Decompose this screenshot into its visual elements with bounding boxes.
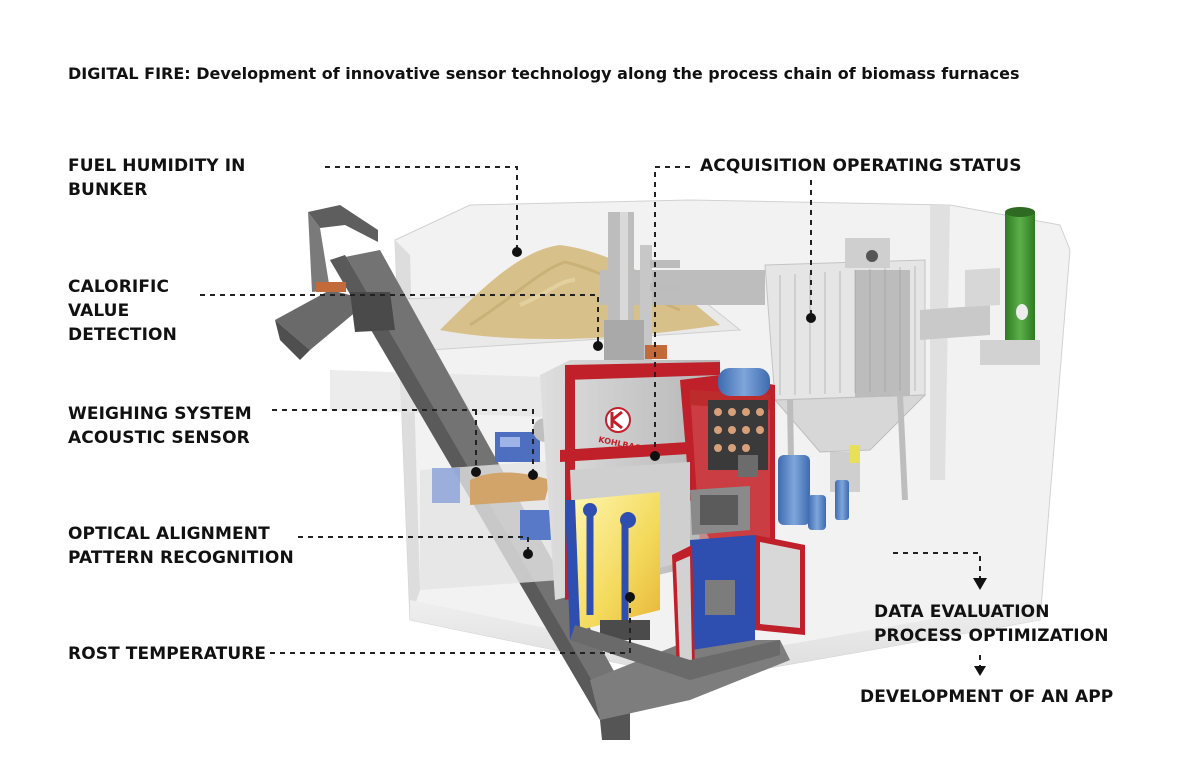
leader-lines: [200, 166, 981, 668]
label-acquisition: ACQUISITION OPERATING STATUS: [700, 156, 1022, 176]
label-line: CALORIFIC: [68, 277, 170, 297]
label-line: PROCESS OPTIMIZATION: [874, 626, 1109, 646]
leader-data-eval: [893, 552, 981, 580]
label-optical: OPTICAL ALIGNMENT PATTERN RECOGNITION: [68, 522, 294, 570]
leader-rost: [270, 598, 631, 654]
label-weighing: WEIGHING SYSTEM ACOUSTIC SENSOR: [68, 402, 252, 450]
label-line: BUNKER: [68, 180, 148, 200]
label-line: DETECTION: [68, 325, 177, 345]
flow-arrows: [973, 578, 987, 676]
label-fuel-humidity: FUEL HUMIDITY IN BUNKER: [68, 154, 245, 202]
label-line: FUEL HUMIDITY IN: [68, 156, 246, 176]
diagram-title: DIGITAL FIRE: Development of innovative …: [68, 64, 1020, 83]
sensor-point-dot: [471, 467, 481, 477]
label-rost: ROST TEMPERATURE: [68, 644, 267, 664]
label-line: WEIGHING SYSTEM: [68, 404, 252, 424]
label-line: VALUE: [68, 301, 130, 321]
leader-acquisition: [654, 166, 690, 455]
sensor-point-dot: [523, 549, 533, 559]
leader-optical: [298, 536, 529, 552]
sensor-points: [471, 247, 816, 602]
label-app: DEVELOPMENT OF AN APP: [860, 687, 1114, 707]
chimney: [980, 207, 1040, 365]
label-data-evaluation: DATA EVALUATION PROCESS OPTIMIZATION: [874, 600, 1109, 648]
sensor-point-dot: [806, 313, 816, 323]
leader-fuel-humidity: [325, 166, 518, 250]
label-line: ACOUSTIC SENSOR: [68, 428, 250, 448]
dust-filter: [764, 238, 927, 521]
label-line: OPTICAL ALIGNMENT: [68, 524, 270, 544]
leader-weighing: [272, 409, 534, 474]
label-line: PATTERN RECOGNITION: [68, 548, 294, 568]
sensor-point-dot: [593, 341, 603, 351]
sensor-point-dot: [625, 592, 635, 602]
sensor-point-dot: [650, 451, 660, 461]
leader-calorific: [200, 294, 599, 345]
arrow-down-icon: [973, 578, 987, 590]
label-line: DATA EVALUATION: [874, 602, 1050, 622]
label-calorific: CALORIFIC VALUE DETECTION: [68, 275, 177, 347]
buffer-tanks: [778, 445, 860, 530]
boiler: [540, 360, 805, 680]
sensor-point-dot: [512, 247, 522, 257]
sensor-point-dot: [528, 470, 538, 480]
arrow-down-icon: [974, 666, 986, 676]
